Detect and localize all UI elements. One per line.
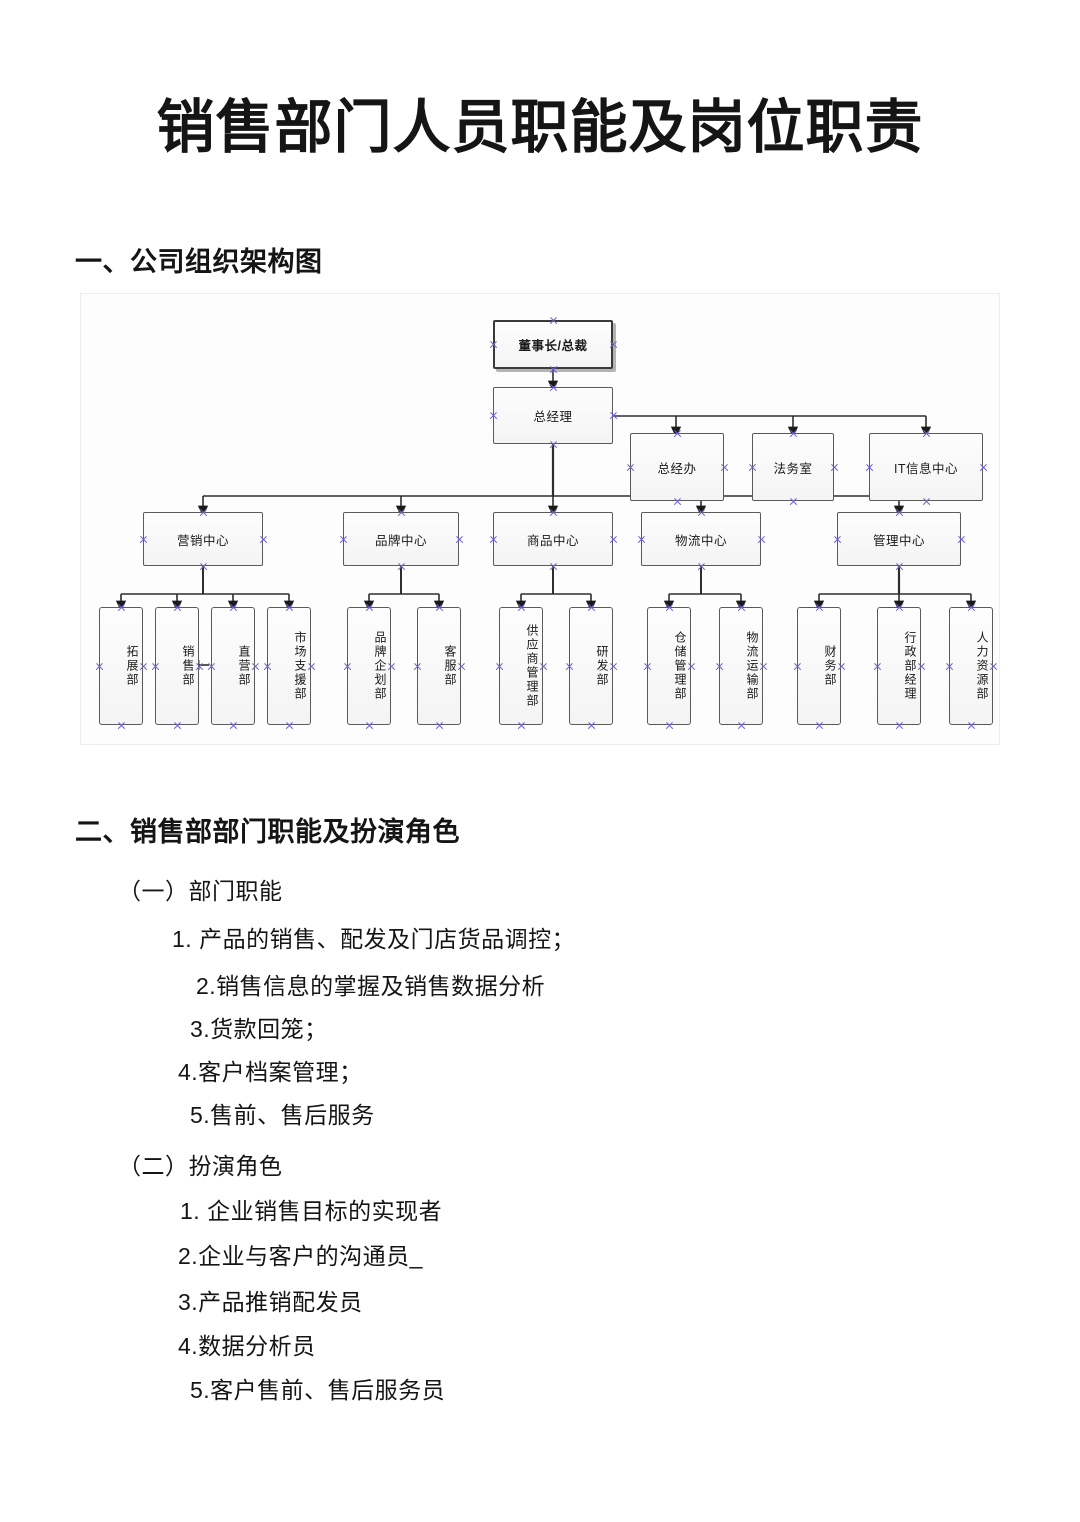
subsection-label-2: （二）扮演角色 <box>118 1153 283 1179</box>
node-staff-1[interactable]: 法务室 <box>752 433 834 501</box>
node-label: 市场支援部 <box>293 631 307 701</box>
node-dept-marketing-0[interactable]: 拓展部 <box>99 607 143 725</box>
node-label: 拓展部 <box>125 645 139 687</box>
section-heading-2: 二、销售部部门职能及扮演角色 <box>75 817 460 847</box>
subsection-label-1: （一）部门职能 <box>118 878 283 904</box>
list-item-func-2: 3.货款回笼； <box>190 1016 328 1042</box>
node-staff-0[interactable]: 总经办 <box>630 433 724 501</box>
node-dept-management-2[interactable]: 人力资源部 <box>949 607 993 725</box>
node-general-manager[interactable]: 总经理 <box>493 387 613 444</box>
section-heading-1: 一、公司组织架构图 <box>75 247 323 277</box>
node-dept-product-1[interactable]: 研发部 <box>569 607 613 725</box>
list-item-role-2: 3.产品推销配发员 <box>178 1289 363 1315</box>
list-item-func-3: 4.客户档案管理； <box>178 1059 363 1085</box>
list-item-role-3: 4.数据分析员 <box>178 1333 316 1359</box>
node-label: 直营部 <box>237 645 251 687</box>
node-label: 客服部 <box>443 645 457 687</box>
node-dept-brand-1[interactable]: 客服部 <box>417 607 461 725</box>
list-item-role-0: 1. 企业销售目标的实现者 <box>180 1198 443 1224</box>
org-chart-container: 董事长/总裁 总经理 总经办 法务室 IT信息中心 营销中心 品牌中心 商品中心… <box>80 293 1000 745</box>
list-item-role-1: 2.企业与客户的沟通员_ <box>178 1243 423 1269</box>
node-dept-product-0[interactable]: 供应商管理部 <box>499 607 543 725</box>
node-label: 研发部 <box>595 645 609 687</box>
node-label: 人力资源部 <box>975 631 989 701</box>
node-label: 仓储管理部 <box>673 631 687 701</box>
node-label: 销售部 <box>181 645 195 687</box>
node-dept-marketing-2[interactable]: 直营部 <box>211 607 255 725</box>
page-title: 销售部门人员职能及岗位职责 <box>156 95 924 160</box>
node-label: 品牌企划部 <box>373 631 387 701</box>
list-item-func-0: 1. 产品的销售、配发及门店货品调控； <box>172 926 576 952</box>
node-center-3[interactable]: 物流中心 <box>641 512 761 566</box>
node-chairman[interactable]: 董事长/总裁 <box>493 320 613 369</box>
list-item-func-4: 5.售前、售后服务 <box>190 1102 375 1128</box>
node-dept-marketing-3[interactable]: 市场支援部 <box>267 607 311 725</box>
list-item-role-4: 5.客户售前、售后服务员 <box>190 1377 446 1403</box>
node-dept-brand-0[interactable]: 品牌企划部 <box>347 607 391 725</box>
org-chart: 董事长/总裁 总经理 总经办 法务室 IT信息中心 营销中心 品牌中心 商品中心… <box>81 294 999 744</box>
node-staff-2[interactable]: IT信息中心 <box>869 433 983 501</box>
node-center-0[interactable]: 营销中心 <box>143 512 263 566</box>
node-center-1[interactable]: 品牌中心 <box>343 512 459 566</box>
node-dept-management-1[interactable]: 行政部经理 <box>877 607 921 725</box>
node-dept-management-0[interactable]: 财务部 <box>797 607 841 725</box>
node-label: 供应商管理部 <box>525 624 539 708</box>
node-label: 物流运输部 <box>745 631 759 701</box>
node-dept-marketing-1[interactable]: 销售部 <box>155 607 199 725</box>
node-center-4[interactable]: 管理中心 <box>837 512 961 566</box>
node-center-2[interactable]: 商品中心 <box>493 512 613 566</box>
list-item-func-1: 2.销售信息的掌握及销售数据分析 <box>196 973 546 999</box>
node-dept-logistics-1[interactable]: 物流运输部 <box>719 607 763 725</box>
node-dept-logistics-0[interactable]: 仓储管理部 <box>647 607 691 725</box>
node-label: 行政部经理 <box>903 631 917 701</box>
node-label: 财务部 <box>823 645 837 687</box>
